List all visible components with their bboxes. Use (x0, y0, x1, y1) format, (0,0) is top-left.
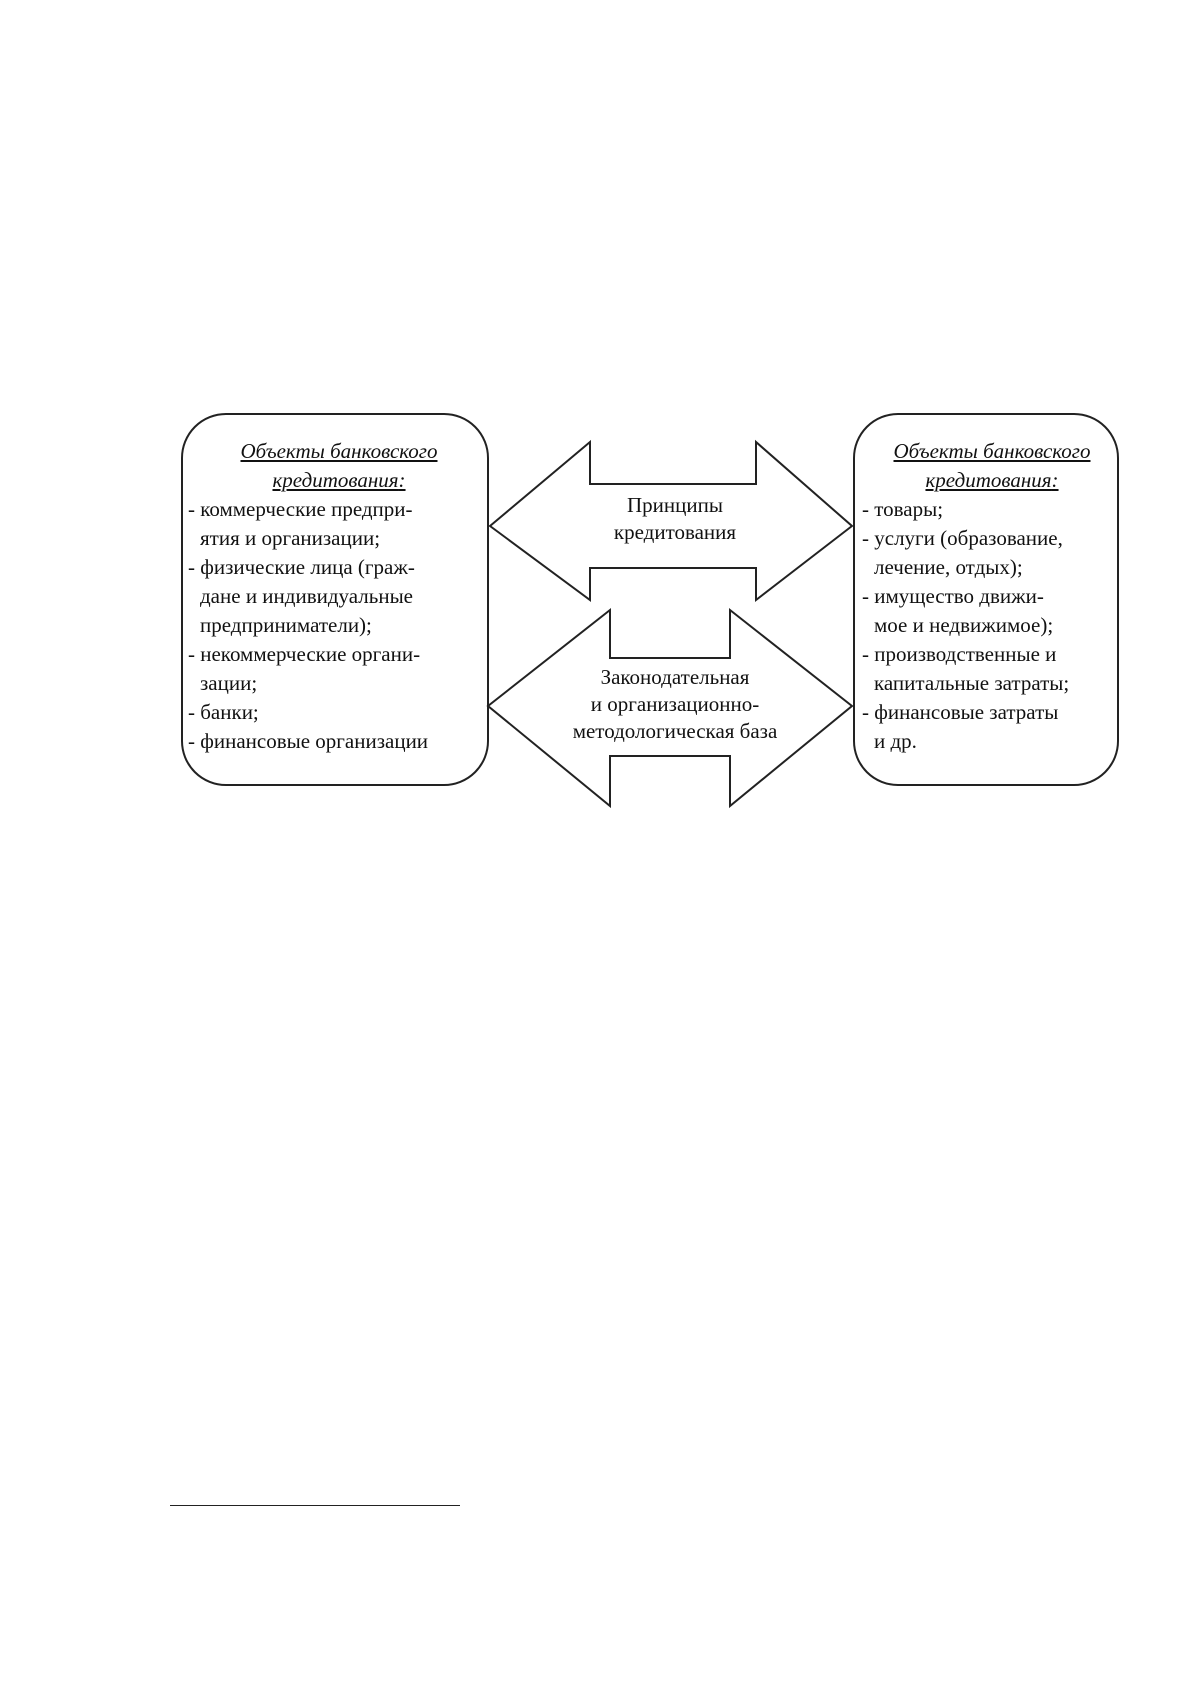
top-arrow-label: Принципы кредитования (560, 492, 790, 546)
bottom-arrow-label: Законодательная и организационно- методо… (540, 664, 810, 745)
right-box-list-line: - имущество движи- (862, 584, 1044, 608)
left-box-content: Объекты банковского кредитования: - комм… (188, 437, 490, 756)
footnote-separator (170, 1505, 460, 1506)
right-box-list-line: лечение, отдых); (874, 555, 1023, 579)
left-box-frame (181, 413, 489, 786)
right-box-list-line: - финансовые затраты (862, 700, 1059, 724)
left-box-list-line: - некоммерческие органи- (188, 642, 421, 666)
left-box-title-line2: кредитования (272, 468, 399, 492)
right-box-list-line: капитальные затраты; (874, 671, 1070, 695)
right-box-title-second: кредитования: (862, 466, 1122, 495)
left-box-list-line: предприниматели); (200, 613, 372, 637)
right-box-title: Объекты банковского (862, 437, 1122, 466)
left-box-list-line: - финансовые организации (188, 729, 429, 753)
left-box-list-line: дане и индивидуальные (200, 584, 413, 608)
left-box-list-line: - физические лица (граж- (188, 555, 415, 579)
left-box-title-colon: : (398, 468, 406, 492)
left-box-title-line1: Объекты банковского (240, 439, 438, 463)
left-box-list-line: зации; (200, 671, 258, 695)
right-box-list-line: мое и недвижимое); (874, 613, 1054, 637)
right-box-list-line: - товары; (862, 497, 944, 521)
top-double-arrow (488, 439, 854, 603)
right-box-list-line: и др. (874, 729, 917, 753)
left-box-title: Объекты банковского (188, 437, 490, 466)
right-box-title-line2: кредитования (925, 468, 1052, 492)
right-box-list: - товары; - услуги (образование, лечение, … (862, 495, 1122, 756)
left-box-title-second: кредитования: (188, 466, 490, 495)
bottom-arrow-label-line1: Законодательная (600, 665, 750, 689)
top-arrow-label-line1: Принципы (627, 493, 723, 517)
left-box-list-line: - коммерческие предпри- (188, 497, 413, 521)
right-box-list-line: - услуги (образование, (862, 526, 1063, 550)
left-box-list-line: - банки; (188, 700, 259, 724)
right-box-title-colon: : (1051, 468, 1059, 492)
left-box-list: - коммерческие предпри-ятия и организаци… (188, 495, 490, 756)
right-box-content: Объекты банковского кредитования: - това… (862, 437, 1122, 756)
top-arrow-label-line2: кредитования (613, 520, 737, 544)
bottom-arrow-label-line3: методологическая база (572, 719, 778, 743)
right-box-frame (853, 413, 1119, 786)
right-box-title-line1: Объекты банковского (893, 439, 1091, 463)
bottom-double-arrow (486, 607, 854, 809)
right-box-list-line: - производственные и (862, 642, 1057, 666)
bottom-arrow-label-line2: и организационно- (590, 692, 760, 716)
left-box-list-line: ятия и организации; (200, 526, 381, 550)
